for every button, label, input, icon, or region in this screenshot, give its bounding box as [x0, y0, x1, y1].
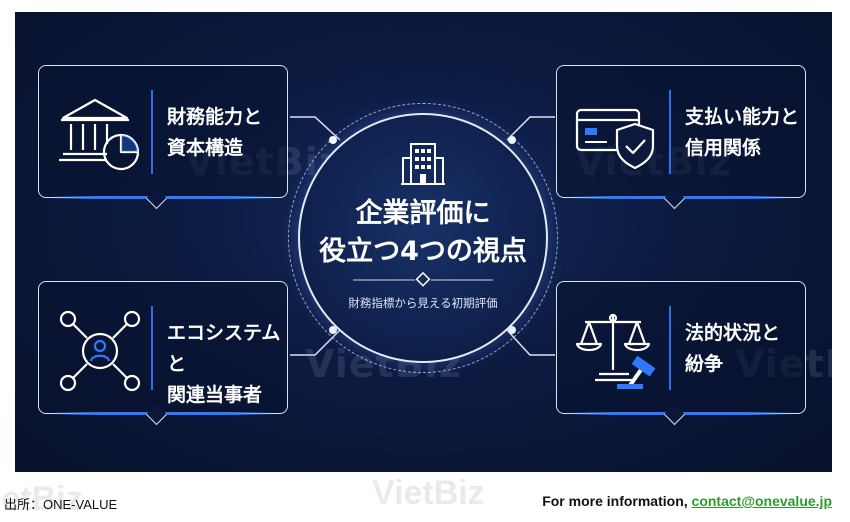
- watermark: VietBiz: [0, 480, 83, 518]
- diagram-title: 企業評価に 役立つ4つの視点: [319, 198, 527, 267]
- bank-chart-icon: [59, 98, 140, 171]
- divider-diamond: [353, 272, 493, 287]
- card-ecosystem-related-parties: エコシステムと 関連当事者: [38, 281, 288, 426]
- card-title: エコシステムと 関連当事者: [167, 322, 281, 406]
- contact-prefix: For more information,: [542, 493, 688, 509]
- network-person-icon: [59, 310, 141, 392]
- card-title: 支払い能力と 信用関係: [685, 106, 800, 159]
- diagram-subtitle: 財務指標から見える初期評価: [348, 296, 498, 310]
- office-building-icon: [401, 143, 445, 185]
- center-circle: [298, 113, 548, 363]
- connector-bottom-right: [506, 329, 555, 356]
- credit-card-shield-icon: [575, 108, 655, 170]
- scales-gavel-icon: [575, 313, 656, 389]
- card-financial-capacity: 財務能力と 資本構造: [38, 65, 288, 210]
- center-ring: [288, 103, 558, 373]
- connector-bottom-left: [290, 329, 341, 356]
- connector-top-left: [290, 116, 341, 141]
- card-solvency-credit: 支払い能力と 信用関係: [556, 65, 806, 210]
- card-title: 法的状況と 紛争: [685, 322, 781, 375]
- contact-info: For more information, contact@onevalue.j…: [542, 493, 832, 509]
- diagram-panel: VietBiz VietBiz VietBiz VietBiz 財務能力と 資本…: [15, 12, 832, 472]
- card-legal-disputes: 法的状況と 紛争: [556, 281, 806, 426]
- source-note: 出所：ONE-VALUE: [4, 497, 118, 512]
- contact-email-link[interactable]: contact@onevalue.jp: [691, 493, 832, 509]
- card-title: 財務能力と 資本構造: [167, 106, 263, 159]
- connector-top-right: [506, 116, 555, 141]
- watermark: VietBiz: [372, 474, 485, 512]
